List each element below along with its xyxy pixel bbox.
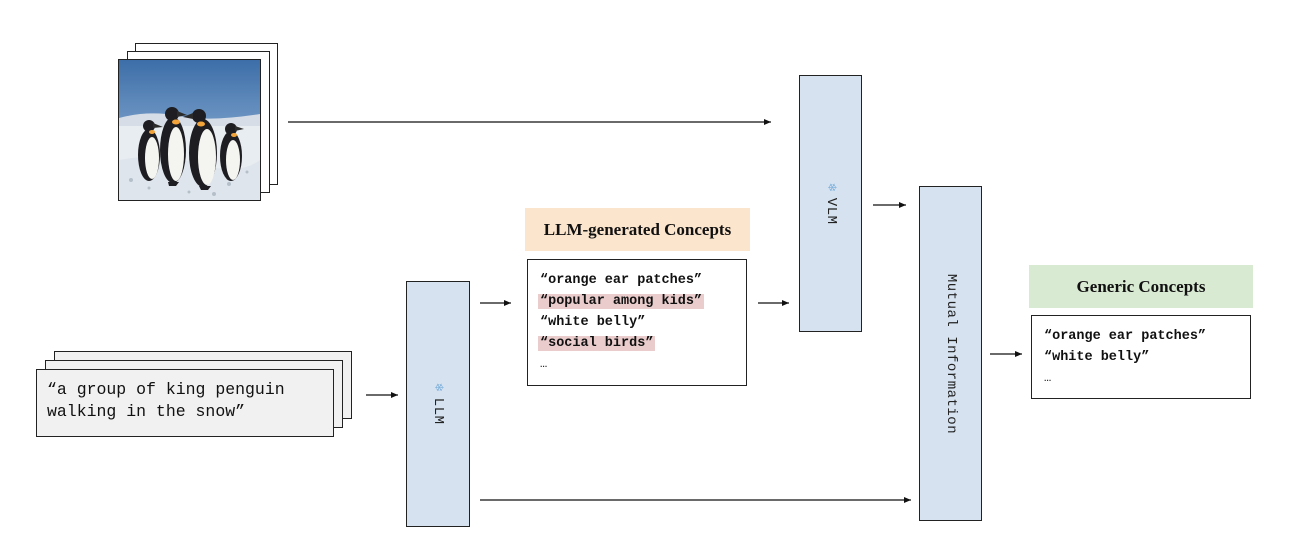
llm-concept-item: “white belly” xyxy=(538,312,746,333)
llm-concepts-title: LLM-generated Concepts xyxy=(525,208,750,251)
mutual-information-box: Mutual Information xyxy=(919,186,982,521)
llm-concept-text: “orange ear patches” xyxy=(540,273,703,288)
generic-concepts-title: Generic Concepts xyxy=(1029,265,1253,308)
penguins-illustration xyxy=(119,60,260,200)
ellipsis-text: … xyxy=(1044,371,1052,385)
penguins-photo xyxy=(118,59,261,201)
llm-concept-text-highlighted: “social birds” xyxy=(538,336,656,351)
generic-concept-ellipsis: … xyxy=(1042,368,1250,389)
llm-box: ❄LLM xyxy=(406,281,470,527)
llm-concepts-list: “orange ear patches” “popular among kids… xyxy=(527,259,747,386)
generic-concept-item: “orange ear patches” xyxy=(1042,326,1250,347)
ellipsis-text: … xyxy=(540,357,548,371)
llm-concept-item: “social birds” xyxy=(538,333,746,354)
generic-concept-text: “orange ear patches” xyxy=(1044,329,1207,344)
llm-concept-text: “white belly” xyxy=(540,315,646,330)
generic-concepts-list: “orange ear patches” “white belly” … xyxy=(1031,315,1251,399)
penguin-4 xyxy=(220,123,244,181)
llm-concept-item: “popular among kids” xyxy=(538,291,746,312)
caption-text: “a group of king penguin walking in the … xyxy=(47,380,285,421)
llm-concept-item: “orange ear patches” xyxy=(538,270,746,291)
generic-concept-item: “white belly” xyxy=(1042,347,1250,368)
caption-card: “a group of king penguin walking in the … xyxy=(36,369,334,437)
llm-concept-ellipsis: … xyxy=(538,354,746,375)
vlm-box: ❄VLM xyxy=(799,75,862,332)
penguin-2 xyxy=(160,107,187,186)
generic-concept-text: “white belly” xyxy=(1044,350,1150,365)
llm-concept-text-highlighted: “popular among kids” xyxy=(538,294,705,309)
penguin-3 xyxy=(183,109,217,190)
penguin-1 xyxy=(138,120,163,181)
